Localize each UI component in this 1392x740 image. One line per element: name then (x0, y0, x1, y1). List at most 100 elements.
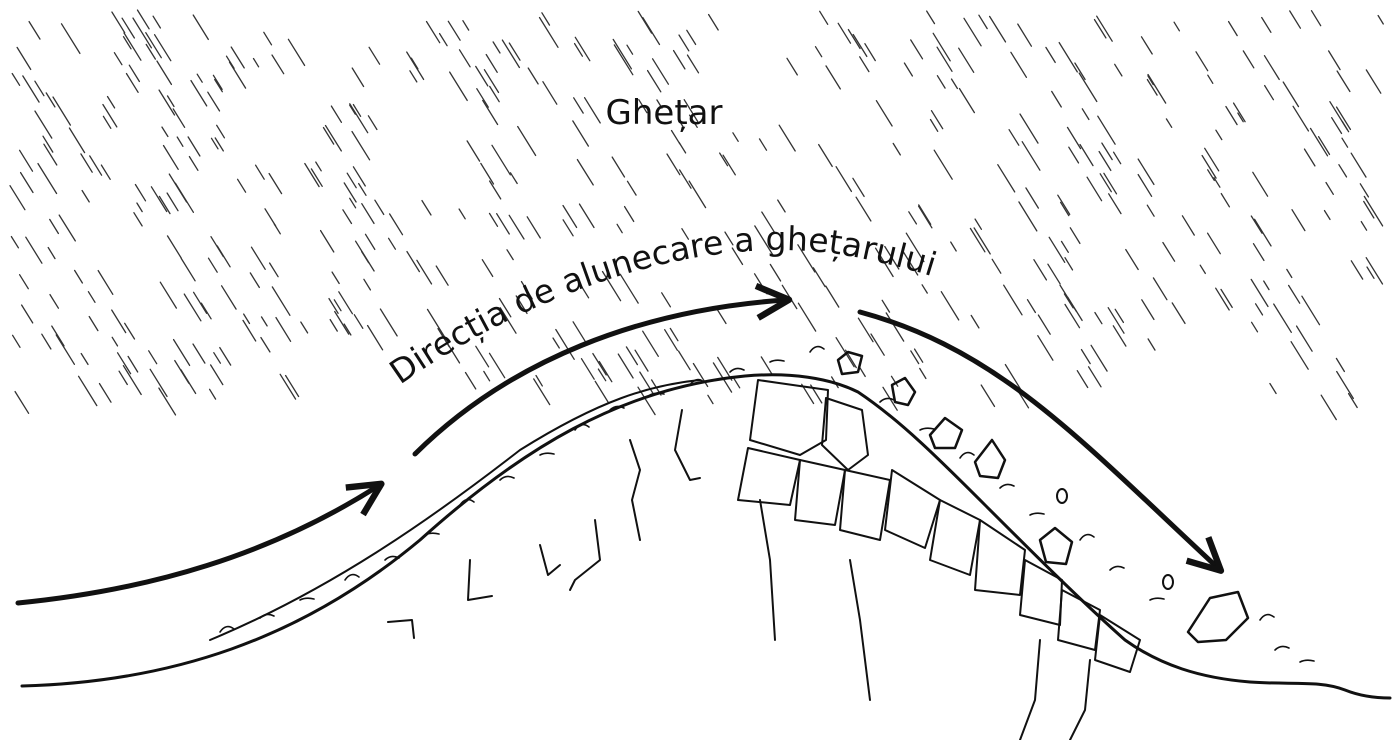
ice-hatch-stroke (574, 98, 584, 113)
ice-hatch-stroke (679, 143, 685, 153)
ice-hatch-stroke (35, 81, 44, 96)
ice-hatch-stroke (181, 258, 195, 280)
ice-hatch-stroke (990, 16, 1006, 42)
ice-hatch-stroke (618, 354, 633, 378)
ice-hatch-stroke (1174, 22, 1179, 31)
ice-hatch-stroke (169, 174, 186, 202)
ice-hatch-stroke (10, 186, 25, 210)
ice-hatch-stroke (534, 379, 550, 405)
ice-hatch-stroke (368, 326, 383, 350)
ice-hatch-stroke (1216, 130, 1222, 139)
ice-hatch-stroke (79, 376, 97, 405)
ice-hatch-stroke (12, 74, 19, 86)
ice-hatch-stroke (481, 163, 494, 184)
ice-hatch-stroke (1069, 147, 1079, 163)
glacier-ice-hatching (10, 10, 1383, 420)
ice-hatch-stroke (173, 109, 184, 127)
ice-hatch-stroke (1287, 269, 1292, 277)
debris-dash (1260, 615, 1274, 620)
ice-hatch-stroke (254, 59, 259, 67)
ice-hatch-stroke (1114, 152, 1121, 164)
ice-hatch-stroke (46, 93, 55, 107)
ice-hatch-stroke (1221, 194, 1229, 207)
ice-hatch-stroke (189, 157, 198, 171)
ice-hatch-stroke (440, 34, 448, 46)
ice-hatch-stroke (904, 63, 912, 76)
ice-hatch-stroke (329, 299, 338, 314)
ice-hatch-stroke (1305, 149, 1315, 166)
ice-hatch-stroke (69, 128, 84, 153)
ice-hatch-stroke (1166, 119, 1171, 127)
ice-hatch-stroke (112, 12, 125, 33)
ice-hatch-stroke (366, 234, 375, 249)
ice-hatch-stroke (150, 369, 167, 396)
ice-hatch-stroke (29, 22, 40, 39)
ice-hatch-stroke (1022, 142, 1040, 171)
ice-hatch-stroke (375, 200, 384, 214)
ice-hatch-stroke (1326, 183, 1333, 195)
ice-hatch-stroke (188, 137, 200, 156)
ice-hatch-stroke (326, 126, 342, 151)
ice-hatch-stroke (922, 285, 927, 293)
ice-hatch-stroke (411, 58, 418, 69)
ice-hatch-stroke (826, 66, 840, 89)
ice-hatch-stroke (159, 196, 170, 213)
ice-hatch-stroke (466, 373, 476, 389)
debris-dash (1030, 513, 1044, 515)
ice-hatch-stroke (836, 167, 851, 192)
ice-hatch-stroke (909, 212, 917, 224)
ice-hatch-stroke (211, 365, 223, 385)
ice-hatch-stroke (755, 274, 767, 294)
ice-hatch-stroke (1208, 75, 1213, 83)
ice-hatch-stroke (575, 44, 583, 57)
ice-hatch-stroke (124, 33, 141, 60)
ice-hatch-stroke (427, 22, 440, 43)
ice-hatch-stroke (580, 204, 595, 227)
ice-hatch-stroke (274, 224, 280, 234)
ice-hatch-stroke (123, 366, 141, 395)
ice-hatch-stroke (599, 362, 612, 382)
ice-hatch-stroke (761, 357, 772, 375)
ice-hatch-stroke (1321, 395, 1336, 419)
ice-hatch-stroke (915, 349, 923, 362)
ice-hatch-stroke (167, 193, 178, 211)
ice-hatch-stroke (933, 33, 950, 61)
ice-hatch-stroke (787, 58, 797, 75)
ice-hatch-stroke (490, 213, 498, 226)
ice-hatch-stroke (1339, 165, 1347, 177)
ice-hatch-stroke (56, 335, 74, 364)
ice-hatch-stroke (272, 55, 284, 74)
ice-hatch-stroke (734, 378, 740, 388)
ice-hatch-stroke (362, 204, 374, 224)
ice-hatch-stroke (563, 220, 573, 236)
ice-hatch-stroke (305, 164, 319, 187)
ice-hatch-stroke (1115, 64, 1122, 76)
ice-hatch-stroke (125, 323, 135, 339)
ice-hatch-stroke (1138, 159, 1154, 184)
ice-hatch-stroke (1337, 107, 1351, 129)
ice-hatch-stroke (1337, 372, 1354, 399)
ice-hatch-stroke (1337, 71, 1350, 92)
ice-hatch-stroke (507, 250, 513, 260)
ice-hatch-stroke (1082, 109, 1089, 120)
ice-hatch-stroke (798, 303, 815, 331)
ice-hatch-stroke (42, 334, 51, 349)
ice-hatch-stroke (1226, 107, 1237, 125)
ice-hatch-stroke (114, 53, 122, 65)
glacier-label: Ghețar (606, 93, 723, 133)
ice-hatch-stroke (635, 350, 648, 371)
ice-hatch-stroke (1049, 237, 1065, 262)
ice-hatch-stroke (1018, 24, 1032, 46)
debris-dash (770, 360, 784, 362)
ice-hatch-stroke (1172, 303, 1185, 324)
ice-hatch-stroke (688, 55, 699, 73)
ice-hatch-stroke (934, 150, 952, 179)
ice-hatch-stroke (350, 104, 368, 133)
ice-hatch-stroke (708, 395, 713, 403)
ice-hatch-stroke (733, 133, 738, 142)
ice-hatch-stroke (217, 125, 225, 138)
ice-hatch-stroke (75, 270, 83, 283)
flow-arrow-left (18, 486, 378, 603)
ice-hatch-stroke (643, 18, 660, 45)
ice-hatch-stroke (352, 68, 363, 87)
